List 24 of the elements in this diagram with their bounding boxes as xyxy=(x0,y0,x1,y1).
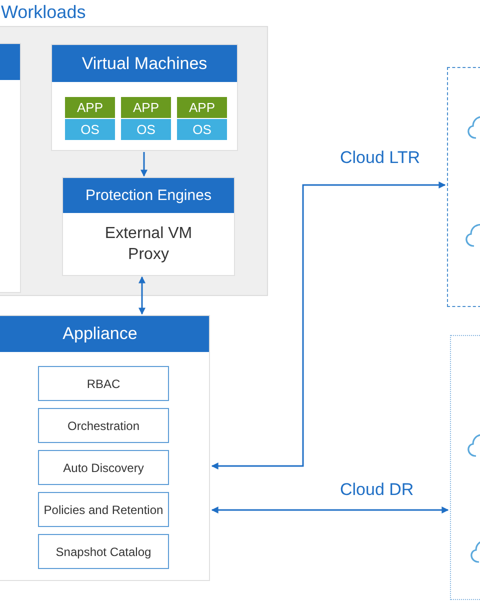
app-block: APP xyxy=(65,97,115,118)
module-box: Orchestration xyxy=(38,408,169,443)
connector-arrow xyxy=(211,182,446,470)
connector-arrow xyxy=(138,276,146,315)
panel-heading: Workloads xyxy=(1,2,86,23)
service-panel xyxy=(0,43,21,293)
app-block: APP xyxy=(177,97,227,118)
vm-card xyxy=(51,44,238,151)
module-box: RBAC xyxy=(38,366,169,401)
panel-header: Protection Engines xyxy=(63,178,234,213)
module-box: Snapshot Catalog xyxy=(38,534,169,569)
module-box: Policies and Retention xyxy=(38,492,169,527)
os-block: OS xyxy=(65,119,115,140)
connector-arrow xyxy=(211,506,449,514)
body-text: External VM Proxy xyxy=(104,224,194,265)
module-box: Auto Discovery xyxy=(38,450,169,485)
panel-header: Appliance xyxy=(0,316,209,352)
engine-card xyxy=(62,177,235,276)
os-block: OS xyxy=(121,119,171,140)
app-block: APP xyxy=(121,97,171,118)
os-block: OS xyxy=(177,119,227,140)
appliance-panel xyxy=(0,315,210,581)
panel-header: Virtual Machines xyxy=(52,45,237,82)
connector-arrow xyxy=(140,152,148,177)
